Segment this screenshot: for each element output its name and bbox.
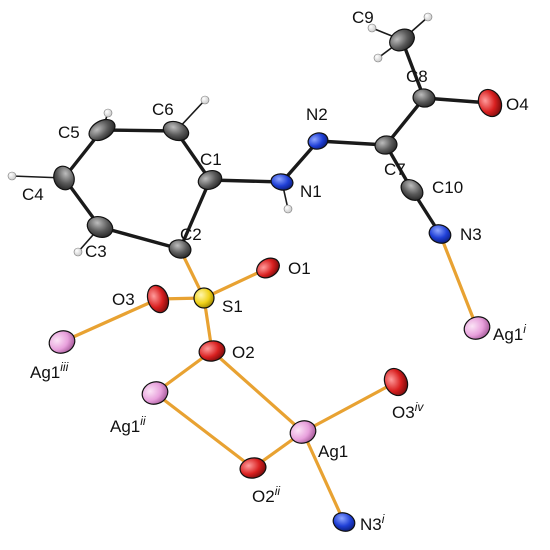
label-c5: C5	[58, 123, 80, 142]
bond-o3-ag1iii	[60, 297, 160, 344]
atom-h-n1	[283, 204, 293, 214]
atom-ag1i	[463, 316, 491, 340]
label-ag1iii: Ag1iii	[30, 360, 69, 382]
atom-h-c6	[200, 95, 210, 105]
atom-c1	[197, 169, 223, 191]
atom-h-c9c	[373, 53, 383, 63]
atom-c9	[389, 28, 415, 52]
atom-c4	[53, 165, 75, 191]
label-c1: C1	[200, 150, 222, 169]
label-o2: O2	[232, 343, 255, 362]
bond-c2-c3	[98, 225, 182, 251]
label-c6: C6	[152, 100, 174, 119]
atom-c6	[162, 120, 190, 142]
atom-o2	[198, 340, 226, 362]
label-c4: C4	[22, 185, 44, 204]
atom-o2ii	[239, 457, 267, 479]
label-n2: N2	[306, 105, 328, 124]
bond-ag1ii-o2ii	[153, 391, 255, 470]
label-c9: C9	[352, 8, 374, 27]
hydrogen-atoms	[7, 12, 433, 257]
atom-h-c3	[73, 247, 83, 257]
atom-ag1	[289, 420, 317, 444]
label-c7: C7	[384, 160, 406, 179]
atom-ag1iii	[48, 330, 76, 354]
atom-o3iv	[383, 367, 409, 397]
label-ag1: Ag1	[318, 442, 348, 461]
atom-h-c4	[7, 171, 17, 181]
label-ag1i: Ag1i	[493, 322, 526, 344]
atom-c5	[88, 118, 116, 142]
label-n3i: N3i	[360, 512, 385, 534]
atom-s1	[193, 287, 215, 309]
label-c2: C2	[180, 225, 202, 244]
heavy-atoms	[48, 28, 503, 532]
label-o4: O4	[506, 95, 529, 114]
atom-h-c5	[103, 108, 113, 118]
label-n1: N1	[300, 182, 322, 201]
organic-bonds	[11, 16, 492, 253]
atom-c8	[412, 88, 436, 108]
atom-n1	[270, 173, 294, 191]
bond-ag1-n3i	[301, 430, 346, 524]
label-c10: C10	[432, 178, 463, 197]
atom-n3i	[332, 512, 356, 532]
atom-labels: C1 C2 C3 C4 C5 C6 C7 C8 C9 C10 N1 N2 N3 …	[22, 8, 529, 534]
bond-o2-ag1	[210, 349, 305, 434]
atom-o4	[477, 88, 503, 118]
label-c8: C8	[406, 67, 428, 86]
label-o1: O1	[288, 259, 311, 278]
label-c3: C3	[85, 242, 107, 261]
atom-n3	[428, 224, 452, 244]
atom-o3	[146, 284, 170, 314]
atom-c2	[168, 239, 192, 259]
label-s1: S1	[222, 297, 243, 316]
label-o2ii: O2ii	[252, 484, 280, 506]
atom-h-c9b	[423, 12, 433, 22]
atom-n2	[307, 132, 329, 150]
label-o3: O3	[112, 290, 135, 309]
label-ag1ii: Ag1ii	[110, 414, 146, 436]
atom-c10	[400, 179, 424, 201]
bond-c1-c2	[178, 178, 212, 251]
label-n3: N3	[460, 225, 482, 244]
atom-c7	[374, 135, 398, 155]
atom-c3	[86, 216, 114, 238]
bond-n3-ag1i	[438, 232, 479, 330]
bond-ag1-o3iv	[301, 380, 398, 434]
atom-ag1ii	[141, 381, 169, 405]
atom-h-c9a	[367, 23, 377, 33]
atom-o1	[256, 257, 280, 279]
label-o3iv: O3iv	[392, 400, 424, 422]
